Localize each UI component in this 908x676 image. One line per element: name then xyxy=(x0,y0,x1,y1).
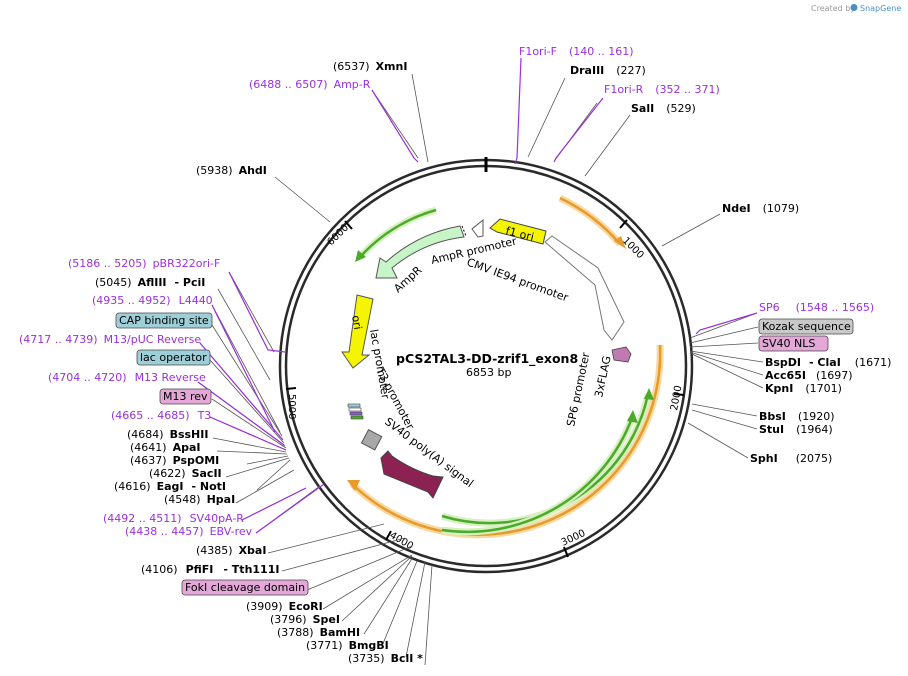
site-xmni: (6537)XmnI xyxy=(333,60,407,73)
site-eagi-noti: (4616)EagI- NotI xyxy=(114,480,226,493)
primer-ebv-rev: (4438 .. 4457)EBV-rev xyxy=(125,525,253,538)
site-bmgbi: (3771)BmgBI xyxy=(306,639,389,652)
site-sacii: (4622)SacII xyxy=(149,467,222,480)
primer-m13-reverse: (4704 .. 4720)M13 Reverse xyxy=(48,371,206,384)
tick-2000: 2000 xyxy=(669,385,684,412)
plasmid-length: 6853 bp xyxy=(466,366,511,379)
flag-feature-arrow xyxy=(611,346,632,363)
site-hpai: (4548)HpaI xyxy=(164,493,235,506)
plasmid-name: pCS2TAL3-DD-zrif1_exon8 xyxy=(396,351,578,367)
primer-amp-r: (6488 .. 6507)Amp-R xyxy=(249,78,371,91)
site-ndei: NdeI(1079) xyxy=(722,202,799,215)
tick-marks xyxy=(285,219,685,558)
primer-f1ori-f: F1ori-F(140 .. 161) xyxy=(519,45,634,58)
primer-pbr322ori-f: (5186 .. 5205)pBR322ori-F xyxy=(68,257,220,270)
site-acc65i: Acc65I(1697) xyxy=(765,369,853,382)
site-bspdi-clai: BspDI- ClaI(1671) xyxy=(765,356,891,369)
cap-binding-label: CAP binding site xyxy=(119,314,209,327)
site-pfifi-tth111i: (4106)PfiFI- Tth111I xyxy=(141,563,279,576)
cmv-promoter-label: CMV IE94 promoter xyxy=(465,256,570,305)
svg-text:AmpR: AmpR xyxy=(391,263,424,295)
primer-l4440: (4935 .. 4952)L4440 xyxy=(92,294,213,307)
primer-m13-puc-reverse: (4717 .. 4739)M13/pUC Reverse xyxy=(19,333,201,346)
tick-6000: 6000 xyxy=(325,222,351,248)
sv40-nls-box xyxy=(758,335,829,352)
site-ecori: (3909)EcoRI xyxy=(246,600,323,613)
foki-label: FokI cleavage domain xyxy=(185,581,305,594)
flag-label: 3xFLAG xyxy=(592,355,613,399)
cmv-promoter-arrow xyxy=(544,235,625,341)
ampr-promoter-arrow xyxy=(471,218,484,238)
site-kpni: KpnI(1701) xyxy=(765,382,842,395)
ori-feature: ori xyxy=(341,294,374,369)
site-bamhi: (3788)BamHI xyxy=(277,626,360,639)
credit-brand: SnapGene xyxy=(860,4,901,13)
primer-marks xyxy=(197,57,758,534)
sv40-promoter-block xyxy=(360,428,383,451)
site-draiii: DraIII(227) xyxy=(570,64,646,77)
small-features xyxy=(347,403,364,420)
sv40-polya-feature: SV40 poly(A) signal xyxy=(380,415,476,499)
site-bsshii: (4684)BssHII xyxy=(127,428,208,441)
tick-5000: 5000 xyxy=(286,394,297,419)
primer-t3: (4665 .. 4685)T3 xyxy=(111,409,211,422)
site-sphi: SphI(2075) xyxy=(750,452,832,465)
site-spei: (3796)SpeI xyxy=(270,613,340,626)
site-xbai: (4385)XbaI xyxy=(196,544,266,557)
sv40-nls-label: SV40 NLS xyxy=(762,337,815,350)
site-stui: StuI(1964) xyxy=(759,423,833,436)
kozak-box xyxy=(758,318,854,335)
site-bbsi: BbsI(1920) xyxy=(759,410,834,423)
backbone xyxy=(278,157,694,574)
lac-operator-box xyxy=(136,349,211,366)
primer-sp6: SP6(1548 .. 1565) xyxy=(759,301,874,314)
primer-f1ori-r: F1ori-R(352 .. 371) xyxy=(604,83,720,96)
site-bcli: (3735)BclI * xyxy=(348,652,423,665)
primer-sv40pa-r: (4492 .. 4511)SV40pA-R xyxy=(103,512,244,525)
lac-operator-label: lac operator xyxy=(140,351,207,364)
kozak-label: Kozak sequence xyxy=(762,320,851,333)
m13-rev-box xyxy=(159,388,212,405)
site-afliii-pcii: (5045)AflIII- PciI xyxy=(95,276,205,289)
site-apai: (4641)ApaI xyxy=(130,441,200,454)
snapgene-logo-icon xyxy=(850,4,858,11)
site-pspomi: (4637)PspOMI xyxy=(130,454,219,467)
cap-binding-box xyxy=(115,312,213,329)
feature-arcs xyxy=(347,194,664,539)
credit-text: Created by xyxy=(811,4,855,13)
svg-text:ori: ori xyxy=(349,314,364,330)
m13-rev-label: M13 rev xyxy=(163,390,208,403)
site-ahdi: (5938)AhdI xyxy=(196,164,267,177)
foki-box xyxy=(181,579,309,596)
site-sali: SalI(529) xyxy=(631,102,696,115)
